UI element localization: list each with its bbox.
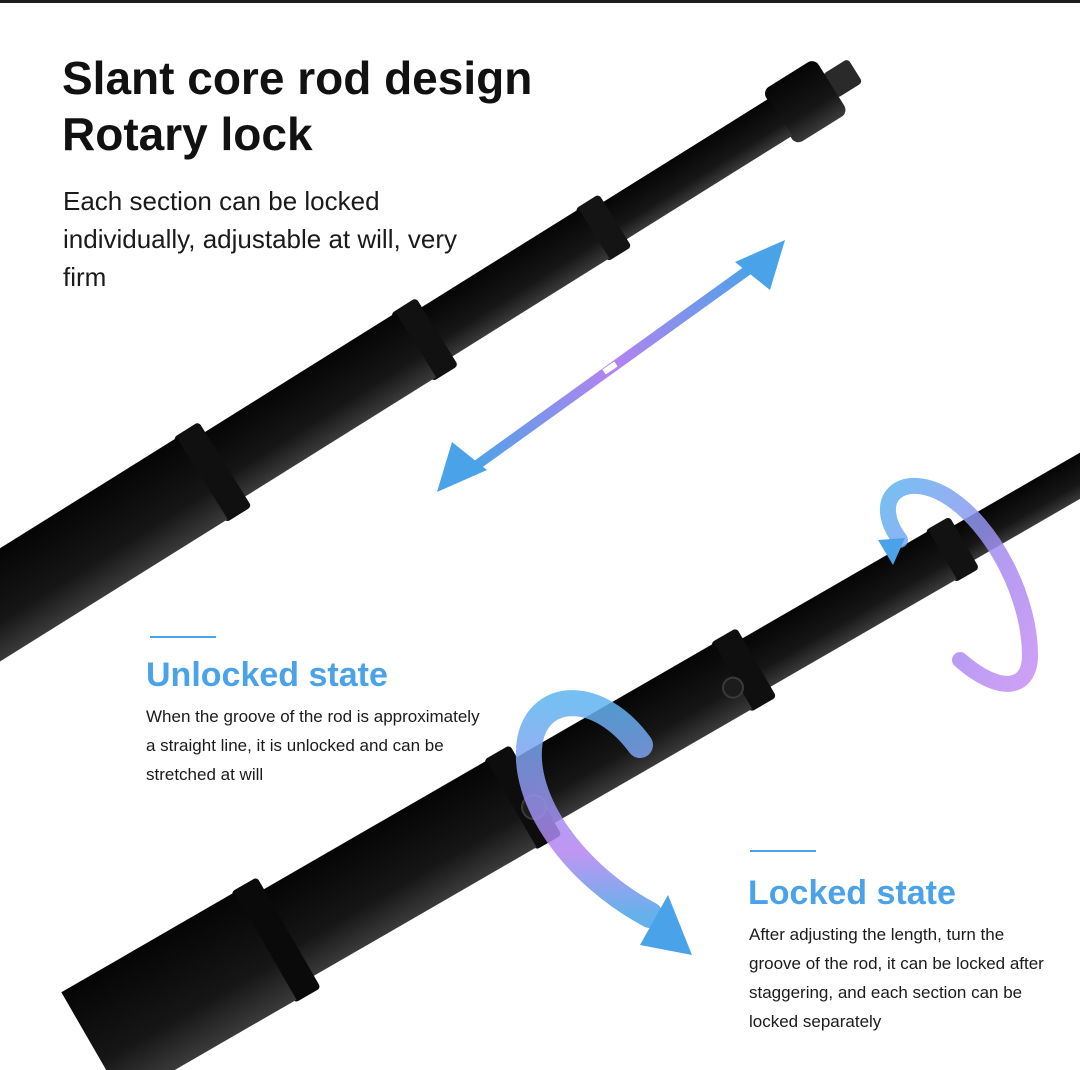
double-arrow-icon [437, 240, 785, 492]
unlocked-divider [150, 636, 216, 638]
unlocked-title: Unlocked state [146, 656, 388, 694]
unlocked-description: When the groove of the rod is approximat… [146, 707, 480, 784]
rotate-arrow-icon [515, 690, 692, 955]
intro-text: Each section can be locked individually,… [63, 186, 458, 292]
top-border [0, 0, 1080, 3]
headline: Slant core rod design Rotary lock [62, 50, 532, 162]
locked-description: After adjusting the length, turn the gro… [749, 925, 1044, 1031]
locked-title: Locked state [748, 874, 956, 912]
headline-line-2: Rotary lock [62, 108, 313, 160]
locked-divider [750, 850, 816, 852]
headline-line-1: Slant core rod design [62, 52, 533, 104]
rotate-arrow-icon [878, 477, 1039, 692]
upper-rod [0, 60, 862, 689]
